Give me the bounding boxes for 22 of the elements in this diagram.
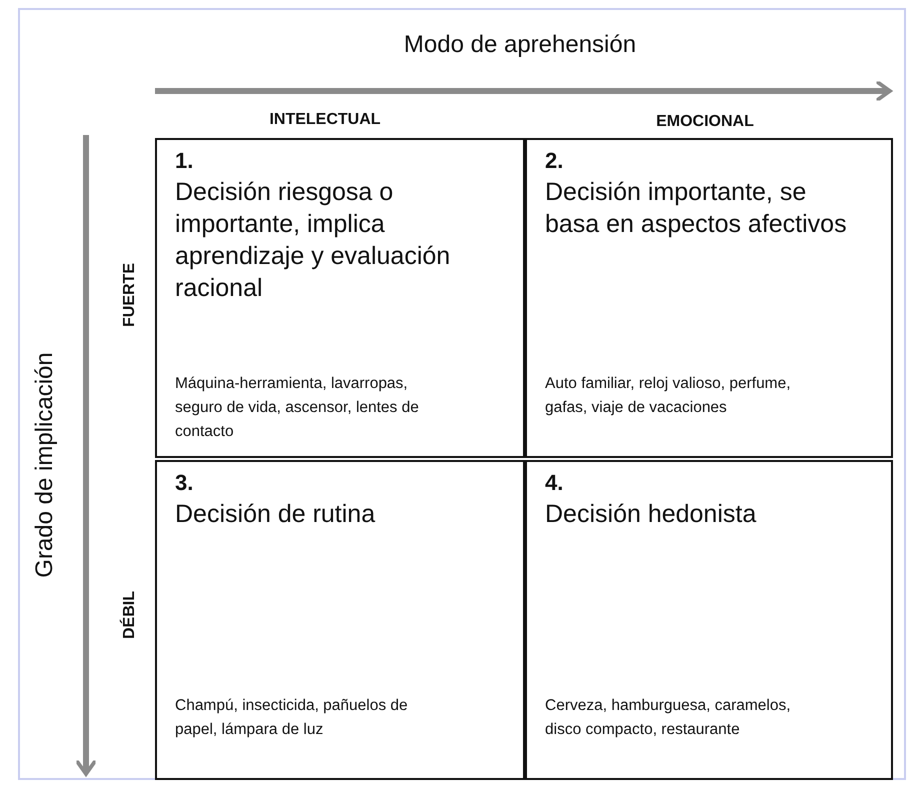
quadrant-cell: [525, 460, 893, 780]
examples-text: Auto familiar, reloj valioso, perfume, gafas, viaje de vacaciones: [545, 374, 792, 418]
examples-text: Cerveza, hamburguesa, caramelos, disco compacto, restaurante: [545, 696, 792, 740]
quadrant-number: 2.: [545, 148, 564, 174]
quadrant-heading: Decisión riesgosa o importante, implica aprendizaje y evaluación racional: [175, 177, 452, 304]
axis-title: Modo de aprehensión: [404, 31, 636, 59]
quadrant-number: 1.: [175, 148, 194, 174]
examples-text: Champú, insecticida, pañuelos de papel, lámpara de luz: [175, 696, 409, 740]
quadrant-cell: [525, 138, 893, 458]
quadrant-heading: Decisión de rutina: [175, 499, 376, 530]
quadrant-heading: Decisión importante, se basa en aspectos afectivos: [545, 177, 848, 240]
column-header: INTELECTUAL: [269, 111, 381, 129]
quadrant-heading: Decisión hedonista: [545, 499, 758, 530]
quadrant-number: 4.: [545, 470, 564, 496]
quadrant-cell: [155, 460, 525, 780]
row-header: DÉBIL: [121, 591, 139, 639]
examples-text: Máquina-herramienta, lavarropas, seguro de vida, ascensor, lentes de contacto: [175, 374, 420, 442]
column-header: EMOCIONAL: [656, 113, 754, 131]
quadrant-number: 3.: [175, 470, 194, 496]
row-header: FUERTE: [121, 263, 139, 327]
quadrant-cell: [155, 138, 525, 458]
axis-title: Grado de implicación: [31, 352, 59, 578]
